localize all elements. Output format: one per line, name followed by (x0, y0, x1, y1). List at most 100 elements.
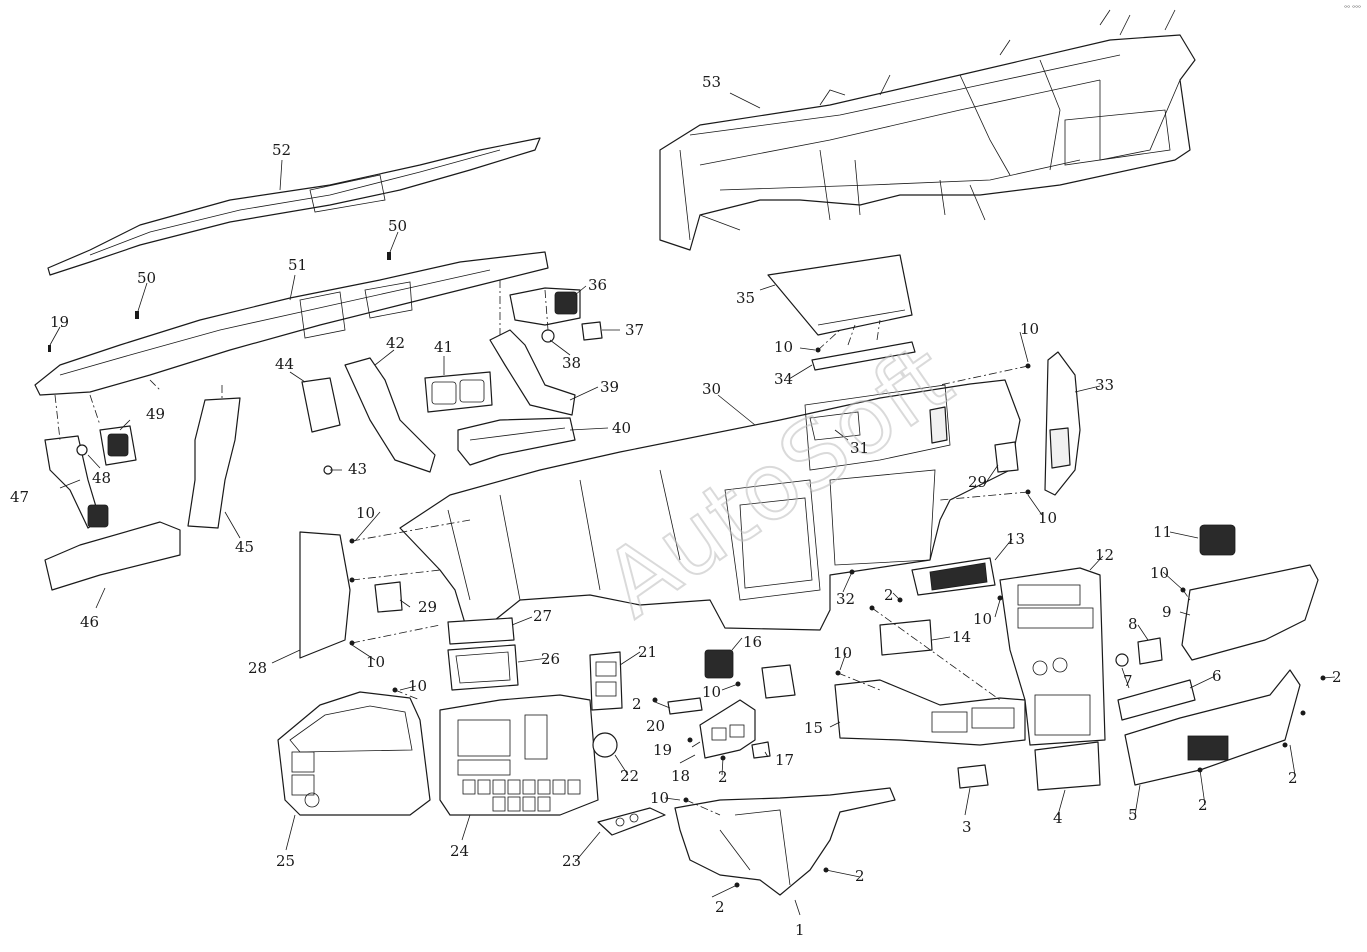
part-36-vent-bracket (509, 287, 581, 326)
part-22-round-cap (592, 732, 618, 758)
callout-10-e: 10 (366, 653, 385, 671)
callout-20: 20 (646, 717, 665, 735)
callout-34: 34 (774, 370, 793, 388)
callout-4: 4 (1053, 809, 1063, 827)
part-49-vent (99, 425, 137, 466)
part-7-button (1115, 653, 1129, 667)
callout-41: 41 (434, 338, 453, 356)
part-33-right-end-trim (1044, 351, 1081, 496)
part-30-dashboard-body (399, 379, 1021, 641)
part-3-small-bin (957, 764, 989, 789)
callout-2-c: 2 (715, 898, 725, 916)
callout-2-d: 2 (855, 867, 865, 885)
part-26-display-bracket (447, 644, 519, 691)
callout-29-a: 29 (418, 598, 437, 616)
callout-2-e: 2 (1332, 668, 1342, 686)
callout-52: 52 (272, 141, 291, 159)
part-20-connector (667, 697, 703, 715)
callout-53: 53 (702, 73, 721, 91)
callout-2-a: 2 (632, 695, 642, 713)
part-15-lower-panel (834, 679, 1026, 746)
callout-6: 6 (1212, 667, 1222, 685)
callout-9: 9 (1162, 603, 1172, 621)
callout-27: 27 (533, 607, 552, 625)
callout-30: 30 (702, 380, 721, 398)
part-14-storage-bin (879, 619, 933, 656)
part-13-center-vent (911, 557, 996, 596)
part-16-switch-block (704, 649, 796, 699)
part-37-knob (581, 321, 603, 341)
callout-10-b: 10 (1020, 320, 1039, 338)
callout-31: 31 (850, 439, 869, 457)
callout-10-d: 10 (356, 504, 375, 522)
part-31-center-trim (809, 411, 861, 441)
part-45-center-duct (187, 397, 241, 529)
part-39-side-duct (489, 329, 576, 416)
callout-46: 46 (80, 613, 99, 631)
callout-10-k: 10 (833, 644, 852, 662)
part-50-screws (135, 252, 391, 319)
callout-50-b: 50 (137, 269, 156, 287)
part-18-lower-bezel (699, 699, 756, 759)
callout-18: 18 (671, 767, 690, 785)
part-17-small-switch (751, 741, 771, 759)
callout-44: 44 (275, 355, 294, 373)
callout-26: 26 (541, 650, 560, 668)
callout-40: 40 (612, 419, 631, 437)
part-6-bracket (1117, 679, 1196, 721)
callout-48: 48 (92, 469, 111, 487)
callout-32: 32 (836, 590, 855, 608)
callout-23: 23 (562, 852, 581, 870)
callout-12: 12 (1095, 546, 1114, 564)
callout-7: 7 (1123, 672, 1133, 690)
callout-47: 47 (10, 488, 29, 506)
part-38-clip (541, 329, 555, 343)
callout-10-h: 10 (702, 683, 721, 701)
part-8-switch (1137, 637, 1163, 665)
callout-38: 38 (562, 354, 581, 372)
callout-36: 36 (588, 276, 607, 294)
callout-8: 8 (1128, 615, 1138, 633)
callout-33: 33 (1095, 376, 1114, 394)
callout-10-j: 10 (973, 610, 992, 628)
part-52-defroster-duct (47, 137, 541, 276)
callout-21: 21 (638, 643, 657, 661)
part-21-switch-module (589, 651, 623, 711)
callout-43: 43 (348, 460, 367, 478)
callout-28: 28 (248, 659, 267, 677)
callout-3: 3 (962, 818, 972, 836)
callout-2-g: 2 (1198, 796, 1208, 814)
callout-16: 16 (743, 633, 762, 651)
callout-24: 24 (450, 842, 469, 860)
callout-17: 17 (775, 751, 794, 769)
part-24-center-panel (439, 694, 599, 816)
callout-2-f: 2 (1288, 769, 1298, 787)
part-1-center-console (674, 787, 896, 896)
part-29-clip-right (994, 441, 1019, 473)
callout-11: 11 (1153, 523, 1172, 541)
part-34-seal-strip (811, 341, 916, 371)
callout-19-a: 19 (50, 313, 69, 331)
callout-42: 42 (386, 334, 405, 352)
callout-14: 14 (952, 628, 971, 646)
callout-39: 39 (600, 378, 619, 396)
part-40-lower-vent (457, 417, 576, 466)
part-25-cluster-bezel (277, 691, 431, 816)
callout-35: 35 (736, 289, 755, 307)
callout-2-b: 2 (718, 768, 728, 786)
callout-50-a: 50 (388, 217, 407, 235)
callout-51: 51 (288, 256, 307, 274)
part-29-clip-left (374, 581, 403, 613)
part-42-duct (344, 357, 436, 473)
callout-45: 45 (235, 538, 254, 556)
part-46-lower-duct (44, 521, 181, 591)
part-11-vent (1199, 524, 1236, 556)
callout-10-i: 10 (1150, 564, 1169, 582)
callout-10-f: 10 (408, 677, 427, 695)
part-4-cover-plate (1034, 741, 1101, 791)
corner-mark: ᵒᵒ ᵒᵒᵒ (1344, 4, 1361, 12)
callout-2-h: 2 (884, 586, 894, 604)
part-5-knee-panel (1124, 669, 1301, 786)
callout-15: 15 (804, 719, 823, 737)
